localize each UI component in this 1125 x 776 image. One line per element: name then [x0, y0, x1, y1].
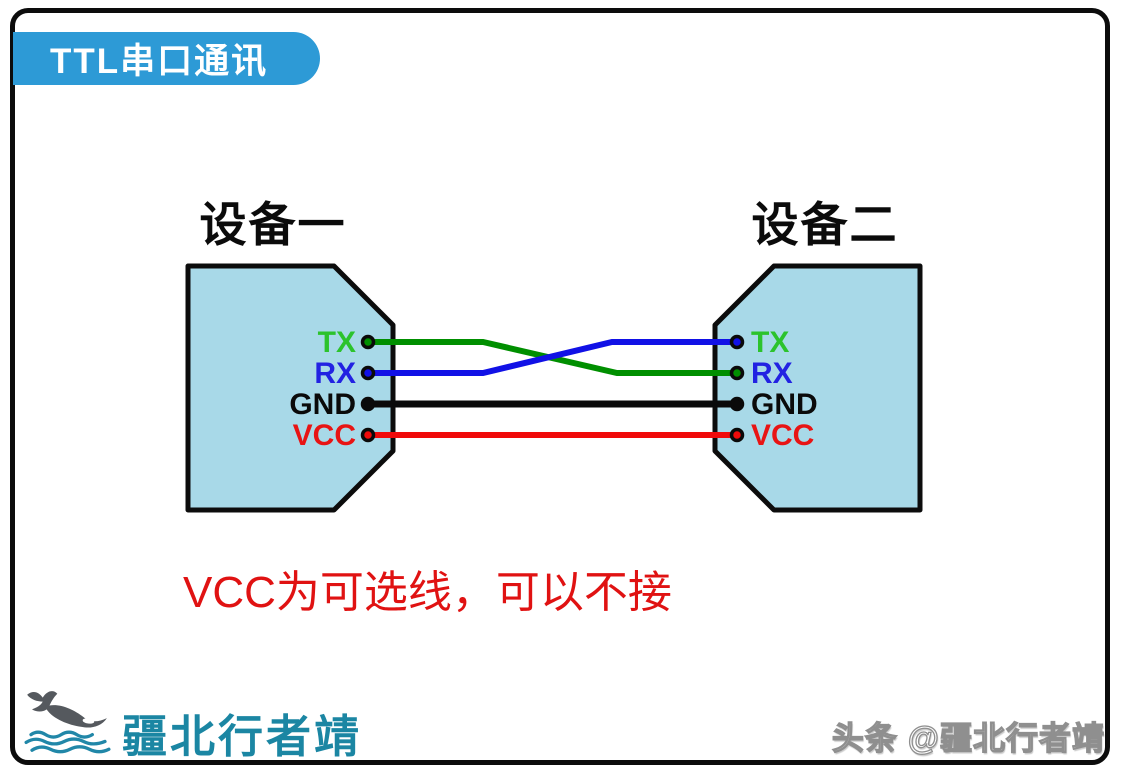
page-title: TTL串口通讯 [50, 42, 269, 81]
device2-shape [712, 263, 923, 513]
device1-pin-dot-gnd [360, 396, 376, 412]
whale-eye-patch [82, 718, 95, 724]
whale-body [27, 691, 107, 728]
wire-rx1-tx2 [368, 339, 737, 376]
device2-pin-label-tx: TX [751, 326, 789, 359]
device1-shape [185, 263, 396, 513]
device2-pin-dot-gnd [729, 396, 745, 412]
device1-pin-dot-rx [360, 365, 376, 381]
device1-pin-dot-tx [360, 334, 376, 350]
device1-pin-dot-vcc [360, 427, 376, 443]
device2-pin-label-vcc: VCC [751, 419, 814, 452]
whale-logo-icon [24, 691, 111, 754]
device1-pin-label-vcc: VCC [293, 419, 356, 452]
device1-label: 设备一 [199, 198, 347, 251]
device2-pin-label-rx: RX [751, 357, 793, 390]
device1-pin-label-gnd: GND [289, 388, 356, 421]
device1-pin-label-rx: RX [314, 357, 356, 390]
toutiao-watermark: 头条 @疆北行者靖 [831, 719, 1105, 756]
vcc-note: VCC为可选线，可以不接 [183, 568, 672, 617]
page-border-frame [10, 8, 1110, 765]
device2-pin-dot-rx [729, 365, 745, 381]
brand-name: 疆北行者靖 [122, 711, 363, 762]
title-banner: TTL串口通讯 [13, 32, 320, 85]
device2-label: 设备二 [751, 198, 899, 251]
waves [24, 730, 111, 754]
device1-pin-label-tx: TX [318, 326, 356, 359]
device2-pin-dot-vcc [729, 427, 745, 443]
device2-pin-dot-tx [729, 334, 745, 350]
device2-pin-label-gnd: GND [751, 388, 818, 421]
